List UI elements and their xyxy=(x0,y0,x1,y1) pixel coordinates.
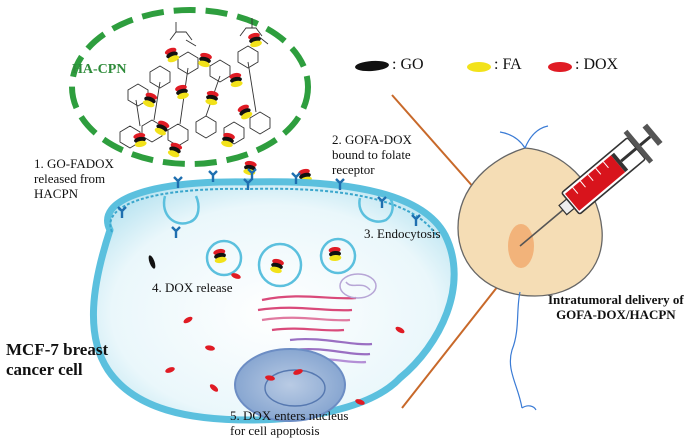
np-gofadox-particle xyxy=(154,120,170,136)
np-gofadox-particle xyxy=(167,142,183,158)
np-gofadox-particle xyxy=(175,84,189,100)
folate-receptor xyxy=(377,196,387,208)
tumor-vessel-bottom xyxy=(509,291,537,411)
cell-type-label: MCF-7 breast cancer cell xyxy=(6,340,109,379)
hyaluronic-acid-structure xyxy=(119,18,271,149)
free-dox-particle xyxy=(355,399,365,405)
step5-label: 5. DOX enters nucleus for cell apoptosis xyxy=(230,408,349,438)
step3-label: 3. Endocytosis xyxy=(364,226,441,241)
free-dox-particle xyxy=(265,375,275,381)
hacpn-label: HA-CPN xyxy=(72,62,127,77)
tumor-vessel-top xyxy=(499,125,549,149)
bound-gofadox-particle xyxy=(243,160,257,176)
legend-fa-swatch xyxy=(467,62,491,72)
folate-receptor xyxy=(243,178,253,190)
intracellular-particles xyxy=(148,246,405,405)
syringe xyxy=(519,123,663,247)
np-gofadox-particle xyxy=(237,104,253,120)
hacpn-nanoparticle-outline xyxy=(69,7,311,167)
vesicle-gofadox-particle xyxy=(213,248,227,264)
vesicle-gofadox-particle xyxy=(328,246,342,262)
np-gofadox-particle xyxy=(198,52,212,68)
tumor-mass xyxy=(457,147,603,297)
endoplasmic-reticulum xyxy=(257,295,373,364)
legend-go-swatch xyxy=(355,60,389,72)
free-dox-particle xyxy=(231,273,241,279)
folate-receptor xyxy=(117,206,127,218)
cell-nucleus xyxy=(234,348,346,422)
folate-receptor xyxy=(291,172,301,184)
free-dox-particle xyxy=(395,326,405,334)
folate-receptor xyxy=(335,178,345,190)
step1-label: 1. GO-FADOX released from HACPN xyxy=(34,156,114,201)
legend-swatches xyxy=(355,60,572,72)
legend-dox-label: : DOX xyxy=(575,56,619,73)
vesicle-gofadox-particle xyxy=(270,258,284,274)
legend-go-label: : GO xyxy=(392,56,424,73)
step4-label: 4. DOX release xyxy=(152,280,233,295)
np-gofadox-particle xyxy=(142,92,158,108)
free-dox-particle xyxy=(293,369,303,375)
free-dox-particle xyxy=(183,316,193,324)
syringe-drug-fill xyxy=(565,155,626,211)
np-gofadox-particle xyxy=(229,72,243,88)
legend-dox-swatch xyxy=(548,62,572,72)
np-gofadox-particle xyxy=(133,132,147,148)
syringe-needle xyxy=(519,209,564,247)
mitochondrion xyxy=(339,273,377,299)
nucleolus xyxy=(264,369,326,407)
free-dox-particle xyxy=(165,367,175,373)
step2-label: 2. GOFA-DOX bound to folate receptor xyxy=(332,132,412,177)
np-gofadox-particle xyxy=(164,47,180,63)
folate-receptor xyxy=(208,170,218,182)
np-gofadox-particle xyxy=(248,32,262,48)
delivery-label: Intratumoral delivery of GOFA-DOX/HACPN xyxy=(548,292,684,322)
endocytic-vesicles xyxy=(162,195,394,288)
folate-receptors xyxy=(117,168,421,238)
free-dox-particle xyxy=(209,384,219,392)
folate-receptor xyxy=(173,176,183,188)
legend-fa-label: : FA xyxy=(494,56,522,73)
np-gofadox-particle xyxy=(205,90,219,106)
syringe-flange xyxy=(623,129,654,164)
folate-receptor xyxy=(171,226,181,238)
free-go-particle xyxy=(148,255,156,269)
syringe-plunger xyxy=(620,135,652,163)
folate-receptor xyxy=(411,214,421,226)
free-dox-particle xyxy=(205,345,215,351)
np-gofadox-particle xyxy=(221,132,235,148)
folate-receptor xyxy=(247,168,257,180)
